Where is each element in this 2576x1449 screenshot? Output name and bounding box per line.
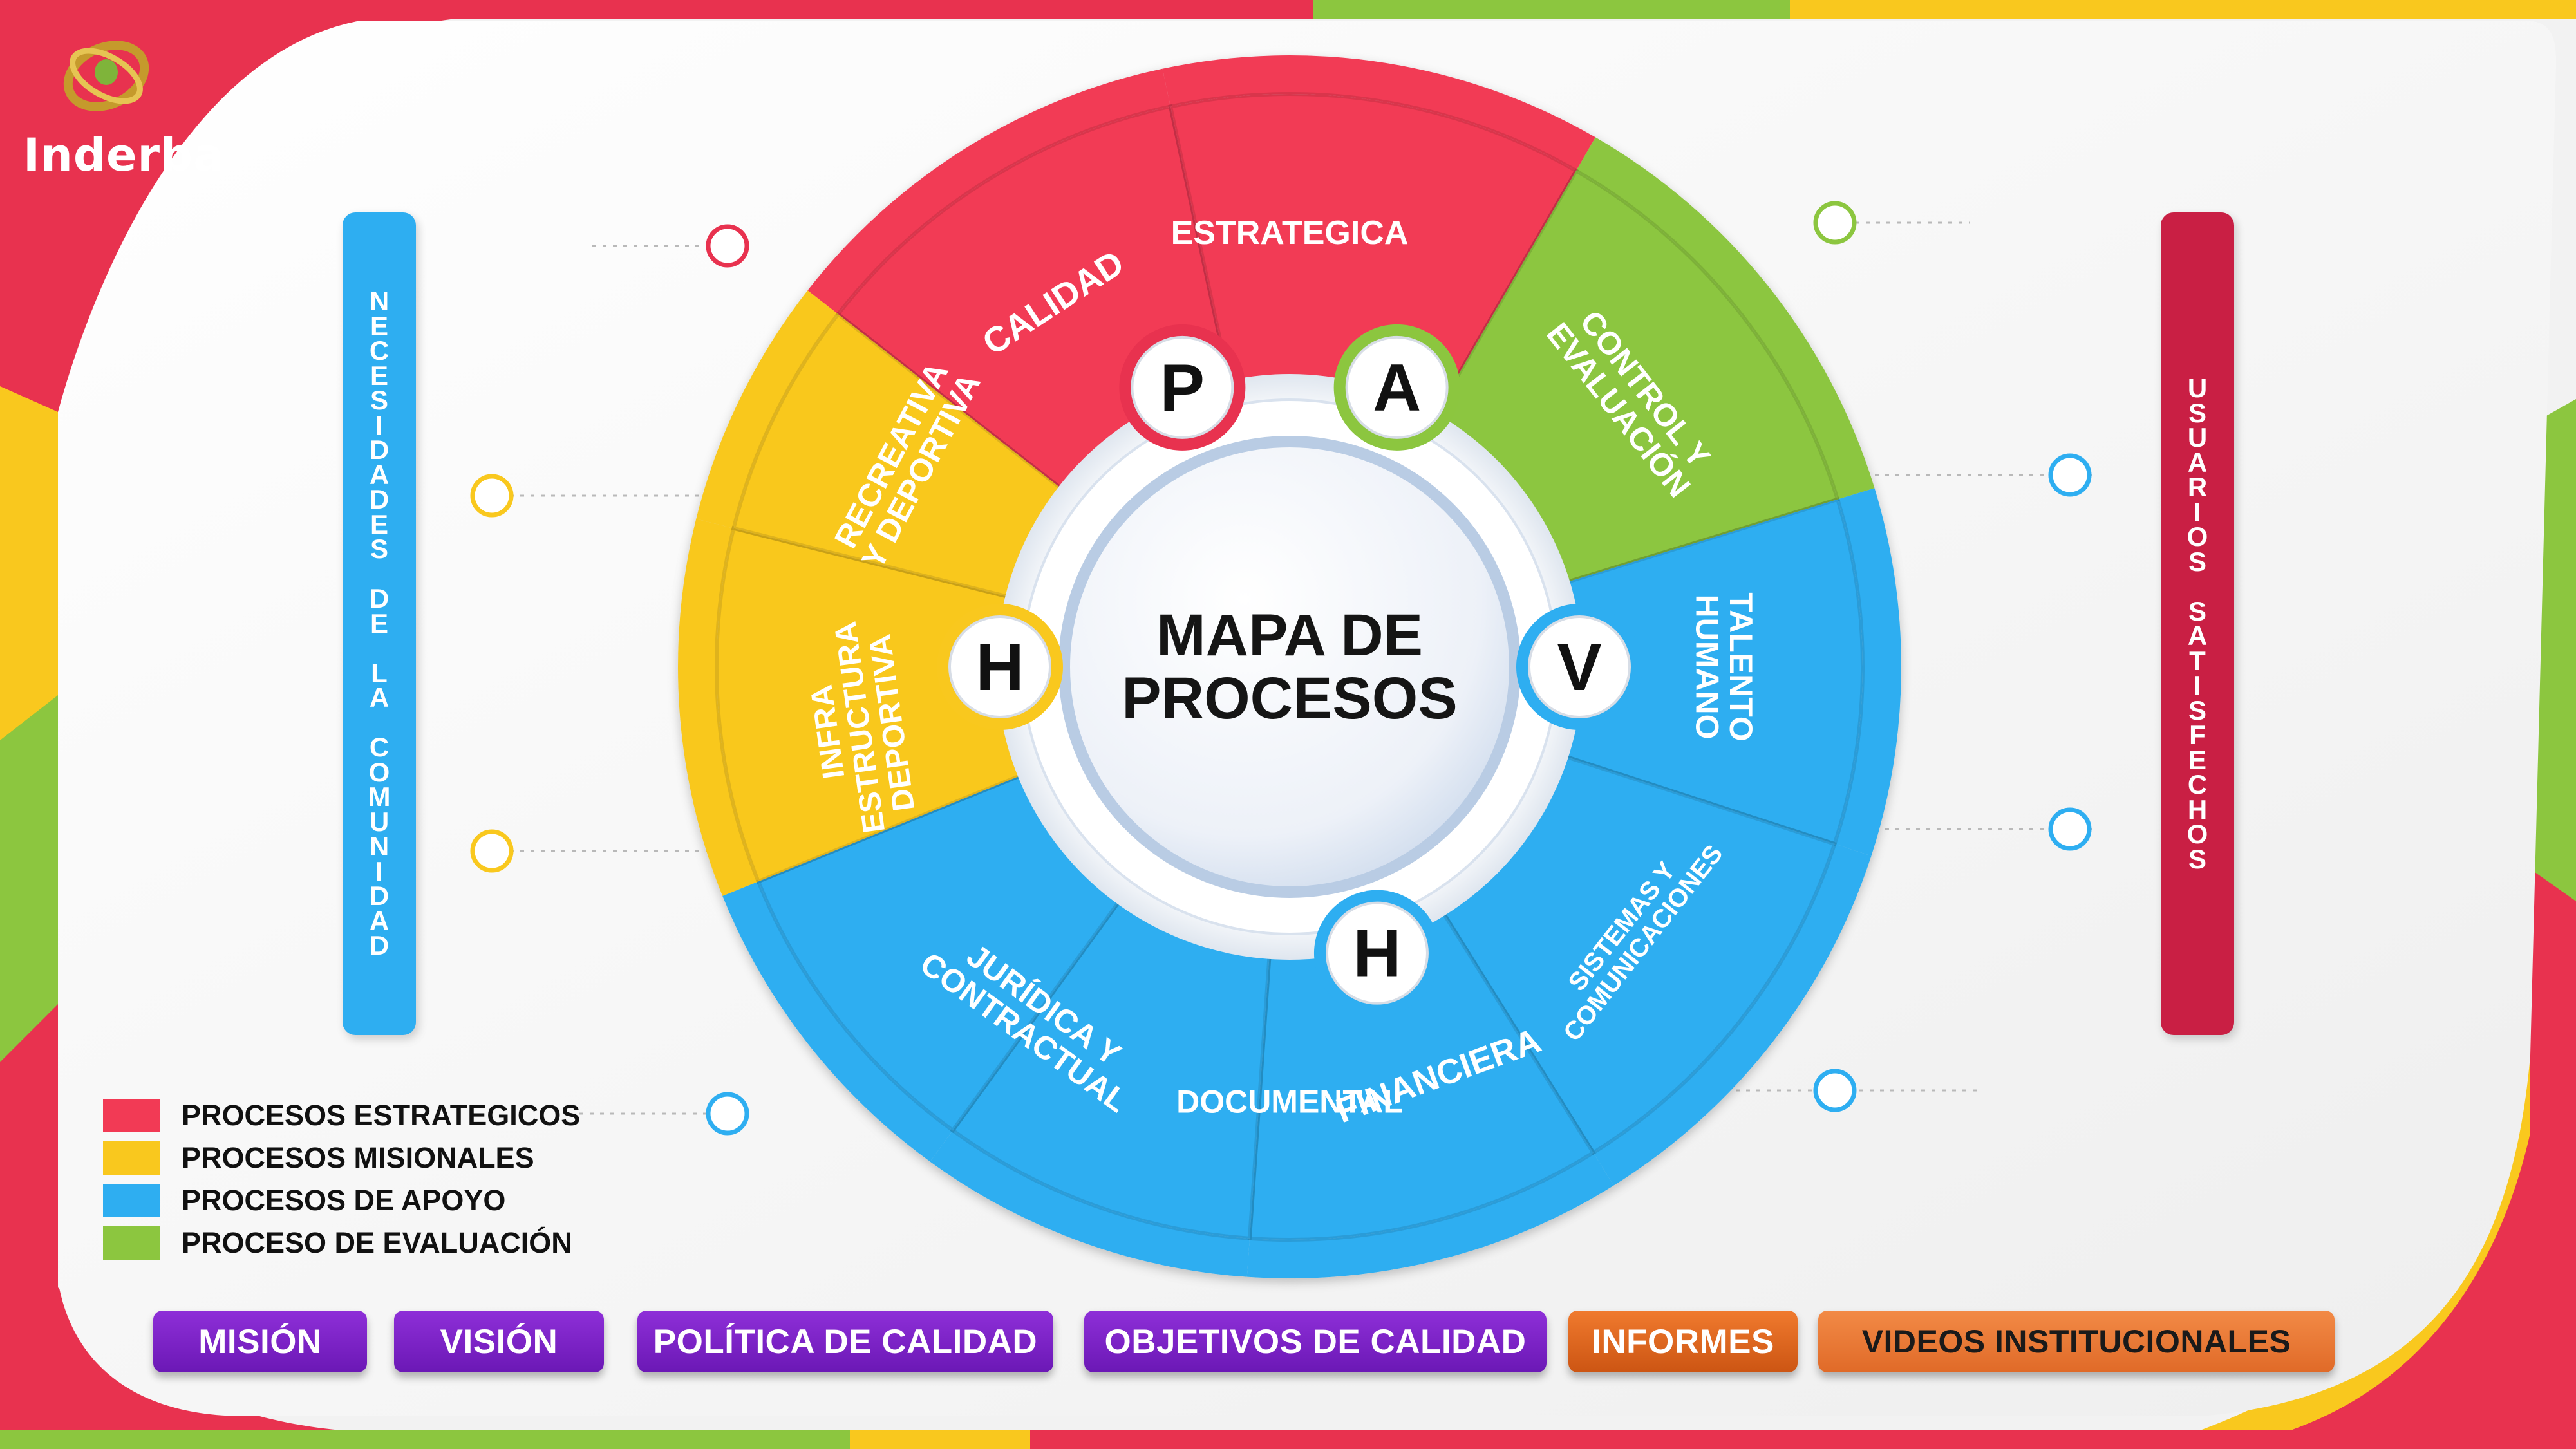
legend-label: PROCESOS MISIONALES — [182, 1141, 534, 1174]
phva-badge-h: H — [1313, 890, 1440, 1016]
ring-arc — [1576, 137, 1875, 500]
legend-label: PROCESOS ESTRATEGICOS — [182, 1099, 581, 1132]
phva-letter: A — [1373, 351, 1421, 425]
legend-item: PROCESO DE EVALUACIÓN — [103, 1222, 580, 1264]
ring-arc — [1162, 55, 1595, 171]
videos-institucionales-button[interactable]: VIDEOS INSTITUCIONALES — [1818, 1311, 2335, 1372]
phva-letter: V — [1557, 630, 1601, 705]
legend-swatch — [103, 1141, 160, 1175]
center-disk: MAPA DE PROCESOS — [997, 374, 1583, 960]
center-title-line2: PROCESOS — [1122, 666, 1457, 731]
objetivos-calidad-button[interactable]: OBJETIVOS DE CALIDAD — [1084, 1311, 1547, 1372]
segments — [715, 92, 1865, 1242]
phva-badge-p: P — [1119, 324, 1246, 451]
center-title-line1: MAPA DE — [1156, 603, 1423, 668]
politica-calidad-button[interactable]: POLÍTICA DE CALIDAD — [637, 1311, 1053, 1372]
phva-badge-h: H — [937, 604, 1063, 730]
legend-swatch — [103, 1099, 160, 1132]
phva-letter: H — [1353, 917, 1401, 991]
segment-label-talento-humano: TALENTOHUMANO — [1689, 592, 1759, 741]
ring-arc — [1593, 844, 1872, 1186]
legend: PROCESOS ESTRATEGICOS PROCESOS MISIONALE… — [103, 1094, 580, 1264]
ring-arc — [807, 68, 1170, 315]
phva-badges: P A V H H — [937, 324, 1642, 1016]
vision-button[interactable]: VISIÓN — [394, 1311, 604, 1372]
legend-label: PROCESOS DE APOYO — [182, 1184, 506, 1217]
legend-swatch — [103, 1184, 160, 1217]
segment-label-documental: DOCUMENTAL — [1176, 1084, 1403, 1120]
ring-arc — [696, 290, 838, 528]
ring-arc — [1834, 488, 1901, 856]
legend-swatch — [103, 1226, 160, 1260]
legend-item: PROCESOS ESTRATEGICOS — [103, 1094, 580, 1137]
phva-badge-v: V — [1516, 604, 1642, 730]
segment-label-estrategica: ESTRATEGICA — [1171, 214, 1409, 252]
brand-name: Inderba — [23, 129, 225, 182]
mision-button[interactable]: MISIÓN — [153, 1311, 367, 1372]
informes-button[interactable]: INFORMES — [1568, 1311, 1798, 1372]
legend-item: PROCESOS MISIONALES — [103, 1137, 580, 1179]
connector-circle-icon — [470, 201, 2092, 1136]
ring-arc — [677, 519, 758, 896]
legend-label: PROCESO DE EVALUACIÓN — [182, 1226, 572, 1259]
phva-badge-a: A — [1333, 324, 1460, 451]
phva-letter: H — [975, 630, 1024, 705]
phva-letter: P — [1160, 351, 1205, 425]
legend-item: PROCESOS DE APOYO — [103, 1179, 580, 1222]
inderba-logo — [63, 41, 149, 111]
ring-arc — [1246, 1152, 1614, 1278]
